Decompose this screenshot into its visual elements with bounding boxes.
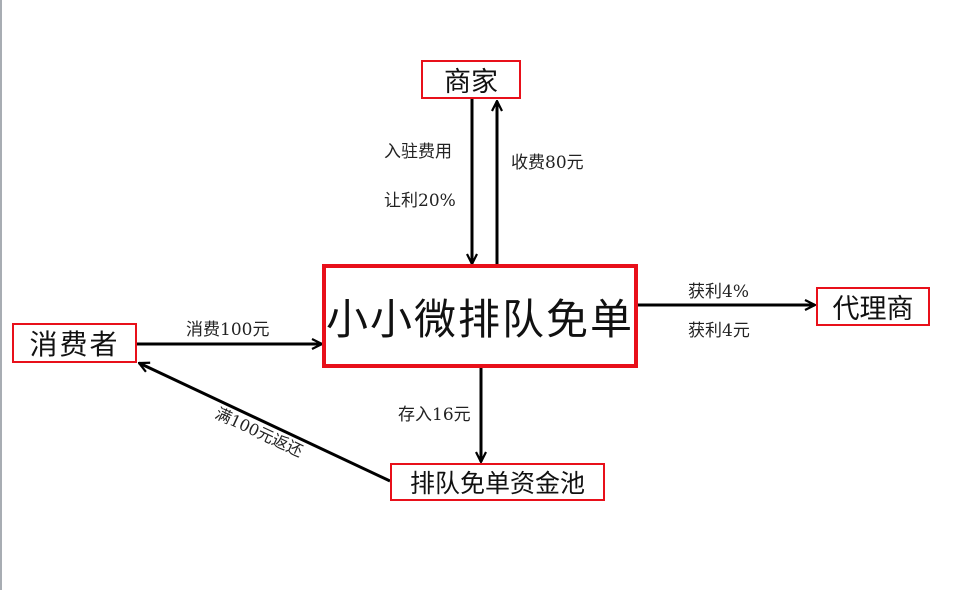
node-agent: 代理商 [816, 287, 930, 326]
arrow-pool-to-consumer [139, 363, 391, 483]
edge-label-entry-fee: 入驻费用 [384, 142, 452, 162]
node-center: 小小微排队免单 [322, 264, 638, 368]
node-center-label: 小小微排队免单 [326, 294, 635, 344]
node-pool-label: 排队免单资金池 [409, 469, 585, 498]
edge-label-deposit: 存入16元 [398, 405, 471, 425]
node-consumer: 消费者 [12, 323, 137, 363]
node-pool: 排队免单资金池 [390, 463, 605, 501]
window-edge [0, 0, 2, 590]
edge-label-charge: 收费80元 [511, 153, 584, 173]
node-merchant-label: 商家 [444, 67, 498, 98]
edge-label-profit-share: 让利20% [384, 191, 456, 211]
edge-label-agent-amount: 获利4元 [688, 321, 750, 341]
node-consumer-label: 消费者 [29, 328, 120, 361]
edge-label-consume: 消费100元 [186, 320, 270, 340]
node-merchant: 商家 [421, 60, 521, 99]
edge-label-agent-percent: 获利4% [688, 282, 749, 302]
node-agent-label: 代理商 [832, 294, 914, 325]
